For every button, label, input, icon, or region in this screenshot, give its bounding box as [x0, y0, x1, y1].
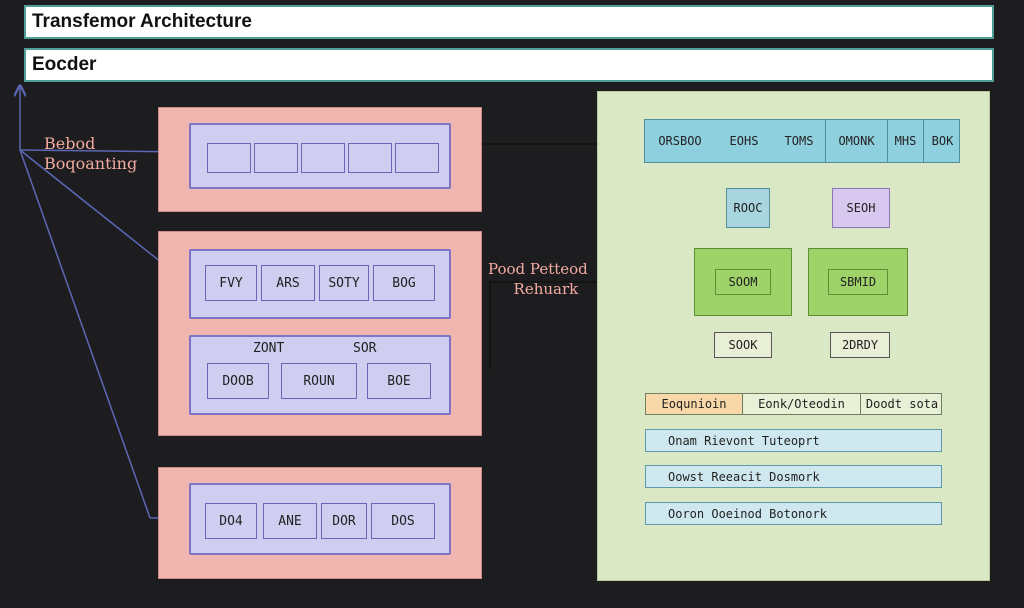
segment-3: Doodt sota	[860, 394, 943, 414]
top-cell-1: ORSBOO	[658, 134, 702, 148]
top-cell-6: BOK	[923, 120, 961, 162]
embedding-label-line1: Bebod	[44, 134, 96, 153]
page-title: Transfemor Architecture	[32, 11, 252, 32]
embedding-token-4	[348, 143, 392, 173]
right-attention-box: SBMID	[808, 248, 908, 316]
embedding-token-5	[395, 143, 439, 173]
fan-line-3	[19, 149, 151, 519]
embedding-token-2	[254, 143, 298, 173]
decoder-panel	[597, 91, 990, 581]
right-attention-label: SBMID	[828, 269, 888, 295]
left-attention-label: SOOM	[715, 269, 771, 295]
attention-cell-2: ARS	[261, 265, 315, 301]
attention-row-1: FVY ARS SOTY BOG	[189, 249, 451, 319]
attention-sublabel-2: SOR	[353, 341, 377, 356]
left-attention-box: SOOM	[694, 248, 792, 316]
attention-cell-4: BOG	[373, 265, 435, 301]
output-row-1: Onam Rievont Tuteoprt	[645, 429, 942, 452]
segment-2: Eonk/Oteodin	[742, 394, 860, 414]
left-norm-box: ROOC	[726, 188, 770, 228]
output-cell-1: DO4	[205, 503, 257, 539]
attention-cell-6: ROUN	[281, 363, 357, 399]
embedding-row	[189, 123, 451, 189]
right-addnorm-box: 2DRDY	[830, 332, 890, 358]
feed-forward-label-line1: Pood Petteod	[488, 260, 588, 278]
embedding-label: Bebod Boqoanting	[44, 134, 137, 174]
attention-cell-1: FVY	[205, 265, 257, 301]
feed-forward-label: Pood Petteod Rehuark	[488, 259, 588, 299]
attention-sublabel-1: ZONT	[253, 341, 285, 356]
segmented-bar: Eoqunioin Eonk/Oteodin Doodt sota	[645, 393, 942, 415]
output-cell-3: DOR	[321, 503, 367, 539]
output-row: DO4 ANE DOR DOS	[189, 483, 451, 555]
input-embedding-panel	[158, 107, 482, 212]
segment-1: Eoqunioin	[646, 394, 742, 414]
embedding-token-1	[207, 143, 251, 173]
top-cell-3: TOMS	[784, 134, 814, 148]
output-panel: DO4 ANE DOR DOS	[158, 467, 482, 579]
output-cell-2: ANE	[263, 503, 317, 539]
top-cell-2: EOHS	[729, 134, 759, 148]
section-title: Eocder	[32, 54, 97, 75]
embedding-label-line2: Boqoanting	[44, 154, 138, 173]
output-cell-4: DOS	[371, 503, 435, 539]
attention-cell-3: SOTY	[319, 265, 369, 301]
embedding-token-3	[301, 143, 345, 173]
title-bar: Transfemor Architecture	[24, 5, 994, 39]
output-row-2: Oowst Reeacit Dosmork	[645, 465, 942, 488]
right-norm-box: SEOH	[832, 188, 890, 228]
feed-forward-label-line2: Rehuark	[513, 280, 579, 298]
attention-panel: FVY ARS SOTY BOG ZONT SOR DOOB ROUN BOE	[158, 231, 482, 436]
top-cell-5: MHS	[887, 120, 923, 162]
left-addnorm-box: SOOK	[714, 332, 772, 358]
subtitle-bar: Eocder	[24, 48, 994, 82]
attention-cell-5: DOOB	[207, 363, 269, 399]
decoder-top-row: ORSBOO EOHS TOMS OMONK MHS BOK	[644, 119, 960, 163]
attention-row-2: ZONT SOR DOOB ROUN BOE	[189, 335, 451, 415]
output-row-3: Ooron Ooeinod Botonork	[645, 502, 942, 525]
attention-cell-7: BOE	[367, 363, 431, 399]
top-cell-4: OMONK	[825, 120, 887, 162]
